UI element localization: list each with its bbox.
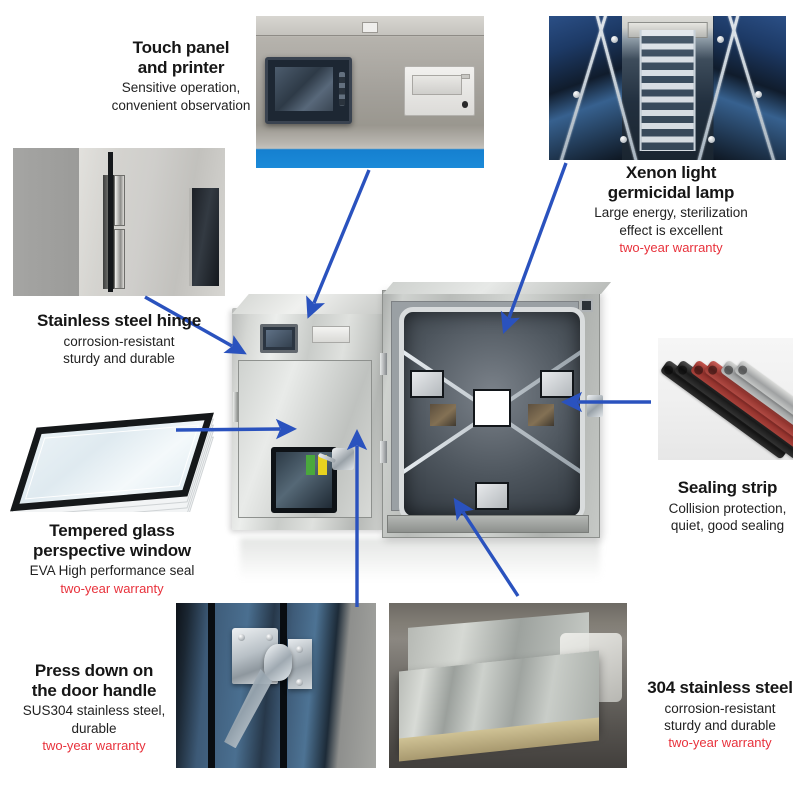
callout-title: 304 stainless steel: [647, 678, 793, 697]
printer-led-icon: [462, 101, 469, 108]
product-side-hinge: [233, 392, 238, 422]
chamber-side-panel: [475, 482, 509, 510]
callout-subtitle: SUS304 stainless steel, durable: [22, 703, 166, 736]
callout-warranty: two-year warranty: [668, 735, 772, 751]
adjacent-door-edge: [188, 187, 219, 286]
green-label-icon: [306, 455, 315, 475]
product-front-door: [238, 360, 372, 518]
callout-touch-panel: Touch panel and printer Sensitive operat…: [86, 38, 276, 114]
product-touch-panel: [260, 324, 298, 353]
screw-icon: [296, 678, 303, 686]
callout-title: Touch panel and printer: [132, 38, 230, 77]
screw-icon: [296, 645, 303, 653]
chamber-side-panel: [540, 370, 574, 398]
chamber-base-panel: [387, 515, 589, 533]
chamber-interior: [399, 307, 585, 521]
product-left-cabinet: [232, 294, 401, 530]
callout-title: Sealing strip: [677, 478, 778, 497]
chamber-hinge: [380, 353, 387, 375]
chamber-center-panel: [473, 388, 511, 427]
door-seam: [108, 152, 114, 292]
callout-xenon-lamp: Xenon light germicidal lamp Large energy…: [573, 163, 769, 257]
handle-photo: [176, 603, 376, 768]
callout-tempered-glass: Tempered glass perspective window EVA Hi…: [11, 521, 213, 598]
callout-warranty: two-year warranty: [42, 737, 146, 753]
chamber-reflection: [430, 404, 456, 426]
chamber-top-face: [383, 282, 612, 294]
callout-subtitle: Sensitive operation, convenient observat…: [111, 80, 251, 113]
callout-subtitle: corrosion-resistant sturdy and durable: [664, 700, 776, 733]
printer-button: [460, 73, 470, 80]
cabinet-top-face: [232, 294, 401, 314]
hmi-screen-photo: [265, 57, 352, 124]
callout-title: Stainless steel hinge: [37, 311, 201, 330]
callout-warranty: two-year warranty: [60, 580, 164, 596]
chamber-side-panel: [410, 370, 444, 398]
chamber-hinge: [380, 441, 387, 463]
callout-door-handle: Press down on the door handle SUS304 sta…: [11, 661, 177, 755]
strip-hole: [736, 363, 749, 377]
bolt-icon: [620, 135, 628, 143]
door-gap: [208, 603, 215, 768]
xenon-lamp-photo: [549, 16, 786, 160]
screw-icon: [238, 634, 245, 642]
wall-panel: [13, 148, 79, 296]
strip-hole: [676, 363, 689, 377]
glass-pane-top: [10, 412, 214, 512]
arrow-touch-panel: [306, 169, 371, 319]
callout-sealing-strip: Sealing strip Collision protection, quie…: [655, 478, 800, 534]
chamber-latch: [587, 395, 603, 417]
bolt-icon: [755, 90, 763, 98]
sealing-strip-photo: [658, 338, 793, 460]
door-gap: [280, 603, 287, 768]
product-photo: [232, 282, 612, 580]
steel-sheets-photo: [389, 603, 627, 768]
callout-title: Tempered glass perspective window: [33, 521, 191, 560]
product-door-handle: [332, 448, 354, 470]
callout-stainless-304: 304 stainless steel corrosion-resistant …: [640, 678, 800, 752]
handle-cam: [264, 644, 292, 681]
callout-stainless-hinge: Stainless steel hinge corrosion-resistan…: [14, 311, 224, 367]
callout-subtitle: Collision protection, quiet, good sealin…: [668, 500, 787, 533]
callout-subtitle: Large energy, sterilization effect is ex…: [594, 205, 748, 238]
strip-hole: [692, 363, 705, 377]
yellow-label-icon: [318, 455, 327, 475]
callout-subtitle: EVA High performance seal: [29, 563, 195, 579]
chamber-reflection: [528, 404, 554, 426]
hinge-photo: [13, 148, 225, 296]
floor-reflection: [240, 538, 600, 580]
callout-warranty: two-year warranty: [619, 239, 723, 255]
glass-photo: [8, 408, 216, 512]
chamber-vent-icon: [580, 299, 593, 312]
xenon-lamp-tube: [639, 30, 696, 152]
printer-photo: [404, 66, 475, 117]
strip-hole: [662, 363, 675, 377]
bolt-icon: [717, 36, 725, 44]
bolt-icon: [707, 135, 715, 143]
hinge-leaf-lower: [113, 229, 126, 289]
strip-hole: [722, 363, 735, 377]
chamber-wall-left: [549, 16, 623, 160]
product-printer: [312, 326, 350, 343]
touch-panel-photo: [256, 16, 484, 168]
bolt-icon: [572, 90, 580, 98]
callout-subtitle: corrosion-resistant sturdy and durable: [63, 333, 175, 366]
hinge-leaf-upper: [113, 174, 126, 227]
bolt-icon: [610, 36, 618, 44]
screw-icon: [266, 634, 273, 642]
callout-title: Press down on the door handle: [31, 661, 157, 700]
glass-stack: [8, 408, 216, 512]
sensor-icon: [362, 22, 378, 33]
strip-hole: [706, 363, 719, 377]
product-open-chamber: [380, 282, 612, 538]
printer-paper-slot: [412, 74, 462, 96]
callout-title: Xenon light germicidal lamp: [607, 163, 735, 202]
